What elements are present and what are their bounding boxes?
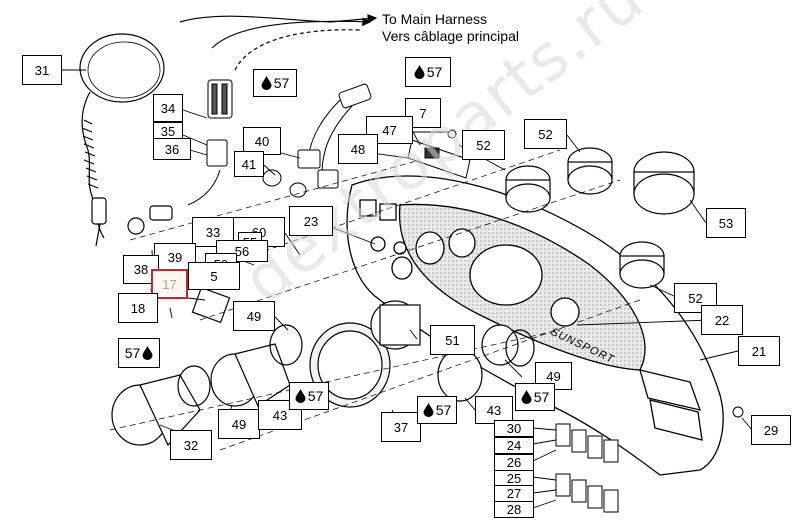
switch-block-drawing xyxy=(555,406,744,513)
drop-57-f-label: 57 xyxy=(533,389,550,405)
drop-57-c-label: 57 xyxy=(124,345,141,361)
callout-49-a[interactable]: 49 xyxy=(233,301,275,331)
callout-37[interactable]: 37 xyxy=(381,412,421,442)
drop-57-e: 57 xyxy=(423,402,452,418)
drop-57-a: 57 xyxy=(261,75,290,91)
drop-callout-57-f[interactable]: 57 xyxy=(515,383,555,411)
callout-53[interactable]: 53 xyxy=(706,208,746,238)
callout-24[interactable]: 24 xyxy=(494,437,534,454)
gauge-drawing xyxy=(111,205,535,447)
oil-drop-icon xyxy=(521,390,532,404)
drop-57-b-label: 57 xyxy=(426,64,443,80)
dash-panel-drawing xyxy=(346,175,724,476)
oil-drop-icon xyxy=(295,389,306,403)
callout-36[interactable]: 36 xyxy=(153,138,191,160)
gauge-nut-drawing xyxy=(505,147,695,289)
drop-callout-57-c[interactable]: 57 xyxy=(118,338,160,368)
drop-57-d: 57 xyxy=(295,388,324,404)
callout-31[interactable]: 31 xyxy=(22,55,62,85)
drop-57-b: 57 xyxy=(414,64,443,80)
callout-30[interactable]: 30 xyxy=(494,420,534,437)
connector-drawing xyxy=(187,79,372,206)
callout-52-a[interactable]: 52 xyxy=(462,130,505,160)
callout-22[interactable]: 22 xyxy=(701,305,743,335)
callout-25[interactable]: 25 xyxy=(494,470,534,487)
callout-41[interactable]: 41 xyxy=(234,151,264,177)
drop-callout-57-a[interactable]: 57 xyxy=(253,69,297,97)
drop-57-e-label: 57 xyxy=(435,402,452,418)
drop-57-d-label: 57 xyxy=(307,388,324,404)
oil-drop-icon xyxy=(261,76,272,90)
drop-57-a-label: 57 xyxy=(273,75,290,91)
callout-28[interactable]: 28 xyxy=(494,501,534,518)
callout-51[interactable]: 51 xyxy=(430,325,475,355)
drop-57-c: 57 xyxy=(125,345,154,361)
callout-5[interactable]: 5 xyxy=(188,262,240,290)
callout-26[interactable]: 26 xyxy=(494,454,534,471)
callout-18[interactable]: 18 xyxy=(118,293,158,323)
header-line-1: To Main Harness xyxy=(382,11,488,27)
callout-48[interactable]: 48 xyxy=(338,134,378,164)
drop-callout-57-d[interactable]: 57 xyxy=(289,382,329,410)
oil-drop-icon xyxy=(414,65,425,79)
callout-23[interactable]: 23 xyxy=(289,206,333,236)
header-line-2: Vers câblage principal xyxy=(382,28,519,44)
callout-32[interactable]: 32 xyxy=(170,430,212,460)
callout-27[interactable]: 27 xyxy=(494,485,534,502)
oil-drop-icon xyxy=(423,403,434,417)
callout-21[interactable]: 21 xyxy=(738,336,780,366)
bracket-drawing xyxy=(407,129,471,179)
drop-57-f: 57 xyxy=(521,389,550,405)
callout-29[interactable]: 29 xyxy=(751,415,791,445)
callout-49-c[interactable]: 49 xyxy=(218,409,260,439)
callout-52-b[interactable]: 52 xyxy=(524,119,567,149)
callout-43-b[interactable]: 43 xyxy=(475,396,513,424)
oil-drop-icon xyxy=(142,346,153,360)
drop-callout-57-e[interactable]: 57 xyxy=(417,396,457,424)
callout-40[interactable]: 40 xyxy=(243,127,281,155)
callout-34[interactable]: 34 xyxy=(153,94,183,122)
callout-17-highlighted[interactable]: 17 xyxy=(151,269,188,299)
drop-callout-57-b[interactable]: 57 xyxy=(405,57,451,87)
